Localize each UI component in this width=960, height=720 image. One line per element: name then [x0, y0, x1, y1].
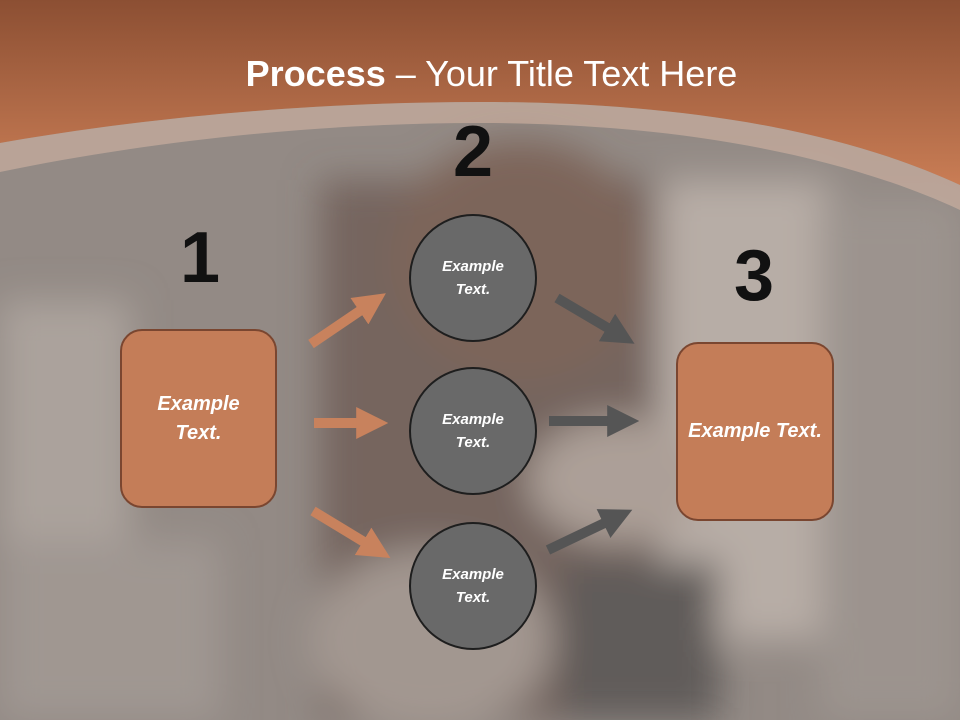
step-2-middle-label: Example Text. [442, 411, 504, 451]
step-2-top-label: Example Text. [442, 258, 504, 298]
header-band [0, 0, 960, 185]
step-number-2: 2 [452, 112, 494, 192]
step-2-circle-bottom: Example Text. [409, 522, 537, 650]
step-3-label: Example Text. [688, 420, 822, 442]
step-1-label: Example Text. [157, 392, 240, 444]
step-1-box: Example Text. [120, 329, 277, 508]
step-2-circle-middle: Example Text. [409, 367, 537, 495]
step-number-3: 3 [733, 236, 775, 316]
step-2-bottom-label: Example Text. [442, 566, 504, 606]
title-rest: – Your Title Text Here [385, 53, 738, 94]
step-number-1: 1 [179, 218, 221, 298]
step-2-circle-top: Example Text. [409, 214, 537, 342]
slide-title: Process – Your Title Text Here [0, 50, 960, 98]
header-wave [0, 102, 960, 210]
step-3-box: Example Text. [676, 342, 834, 521]
title-bold: Process [245, 53, 386, 94]
